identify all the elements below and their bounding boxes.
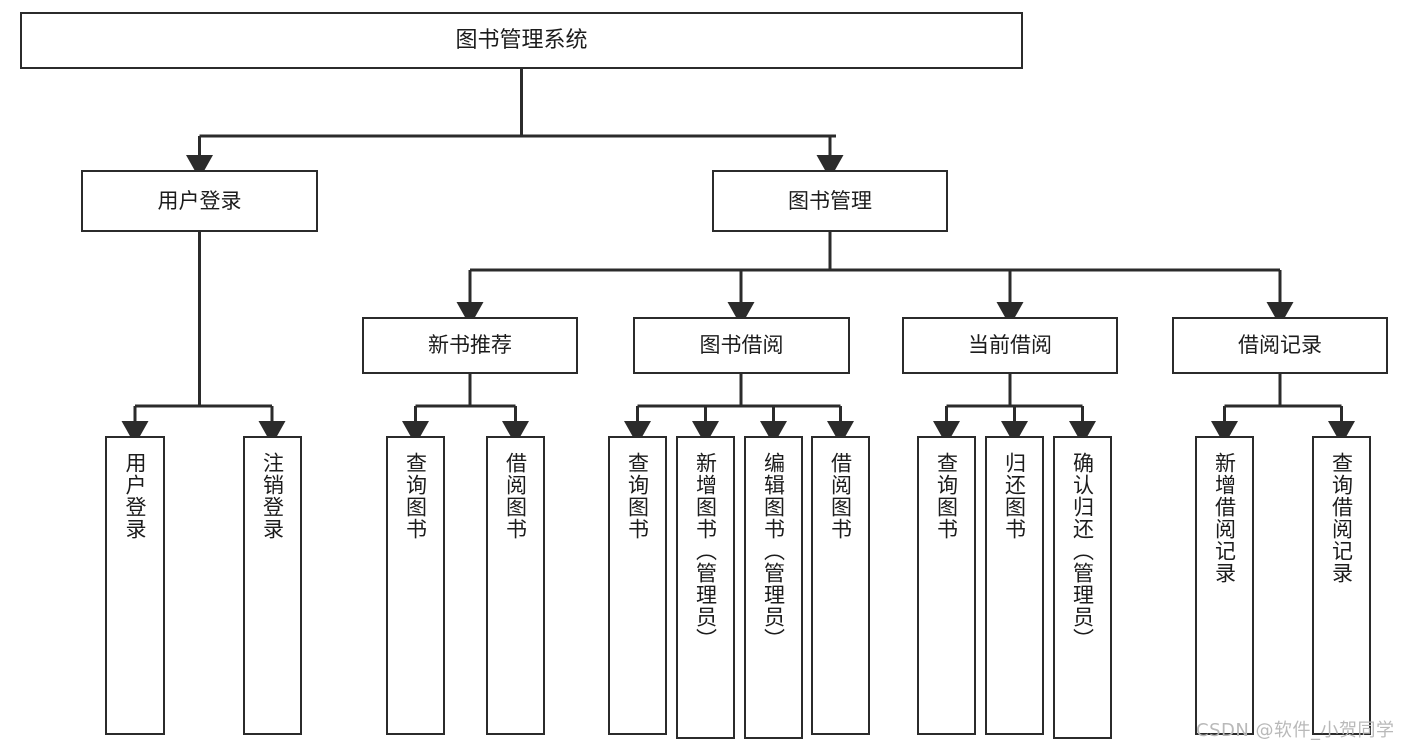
node-leaf-query-record[interactable]: 查询借阅记录 xyxy=(1312,436,1371,735)
node-borrow-record[interactable]: 借阅记录 xyxy=(1172,317,1388,374)
node-leaf-query-book-2[interactable]: 查询图书 xyxy=(608,436,667,735)
node-new-book-recommend-label: 新书推荐 xyxy=(428,333,512,358)
node-leaf-user-login-label: 用户登录 xyxy=(123,452,148,540)
node-leaf-query-book-2-label: 查询图书 xyxy=(625,452,650,540)
node-leaf-logout-label: 注销登录 xyxy=(260,452,285,540)
node-new-book-recommend[interactable]: 新书推荐 xyxy=(362,317,578,374)
node-leaf-edit-book-label: 编辑图书（管理员） xyxy=(761,452,786,650)
node-leaf-user-login[interactable]: 用户登录 xyxy=(105,436,165,735)
node-leaf-borrow-book-1[interactable]: 借阅图书 xyxy=(486,436,545,735)
node-leaf-query-book-1[interactable]: 查询图书 xyxy=(386,436,445,735)
node-current-borrow[interactable]: 当前借阅 xyxy=(902,317,1118,374)
node-user-login[interactable]: 用户登录 xyxy=(81,170,318,232)
node-leaf-query-record-label: 查询借阅记录 xyxy=(1329,452,1354,584)
node-book-manage[interactable]: 图书管理 xyxy=(712,170,948,232)
node-leaf-logout[interactable]: 注销登录 xyxy=(243,436,302,735)
node-leaf-confirm-return-label: 确认归还（管理员） xyxy=(1070,452,1095,650)
node-leaf-borrow-book-2-label: 借阅图书 xyxy=(828,452,853,540)
node-leaf-add-book[interactable]: 新增图书（管理员） xyxy=(676,436,735,739)
node-leaf-borrow-book-1-label: 借阅图书 xyxy=(503,452,528,540)
node-book-borrow[interactable]: 图书借阅 xyxy=(633,317,850,374)
node-book-borrow-label: 图书借阅 xyxy=(699,333,784,358)
node-current-borrow-label: 当前借阅 xyxy=(968,333,1052,358)
node-leaf-add-book-label: 新增图书（管理员） xyxy=(693,452,718,650)
node-leaf-return-book-label: 归还图书 xyxy=(1002,452,1027,540)
node-leaf-query-book-3-label: 查询图书 xyxy=(934,452,959,540)
node-leaf-return-book[interactable]: 归还图书 xyxy=(985,436,1044,735)
node-leaf-edit-book[interactable]: 编辑图书（管理员） xyxy=(744,436,803,739)
node-root[interactable]: 图书管理系统 xyxy=(20,12,1023,69)
node-book-manage-label: 图书管理 xyxy=(788,188,872,213)
node-root-label: 图书管理系统 xyxy=(455,27,588,53)
node-leaf-add-record-label: 新增借阅记录 xyxy=(1212,452,1237,584)
node-leaf-confirm-return[interactable]: 确认归还（管理员） xyxy=(1053,436,1112,739)
csdn-watermark: CSDN @软件_小贺同学 xyxy=(1196,720,1395,741)
node-borrow-record-label: 借阅记录 xyxy=(1238,333,1322,358)
node-user-login-label: 用户登录 xyxy=(157,188,242,213)
node-leaf-query-book-3[interactable]: 查询图书 xyxy=(917,436,976,735)
node-leaf-query-book-1-label: 查询图书 xyxy=(403,452,428,540)
node-leaf-borrow-book-2[interactable]: 借阅图书 xyxy=(811,436,870,735)
node-leaf-add-record[interactable]: 新增借阅记录 xyxy=(1195,436,1254,735)
